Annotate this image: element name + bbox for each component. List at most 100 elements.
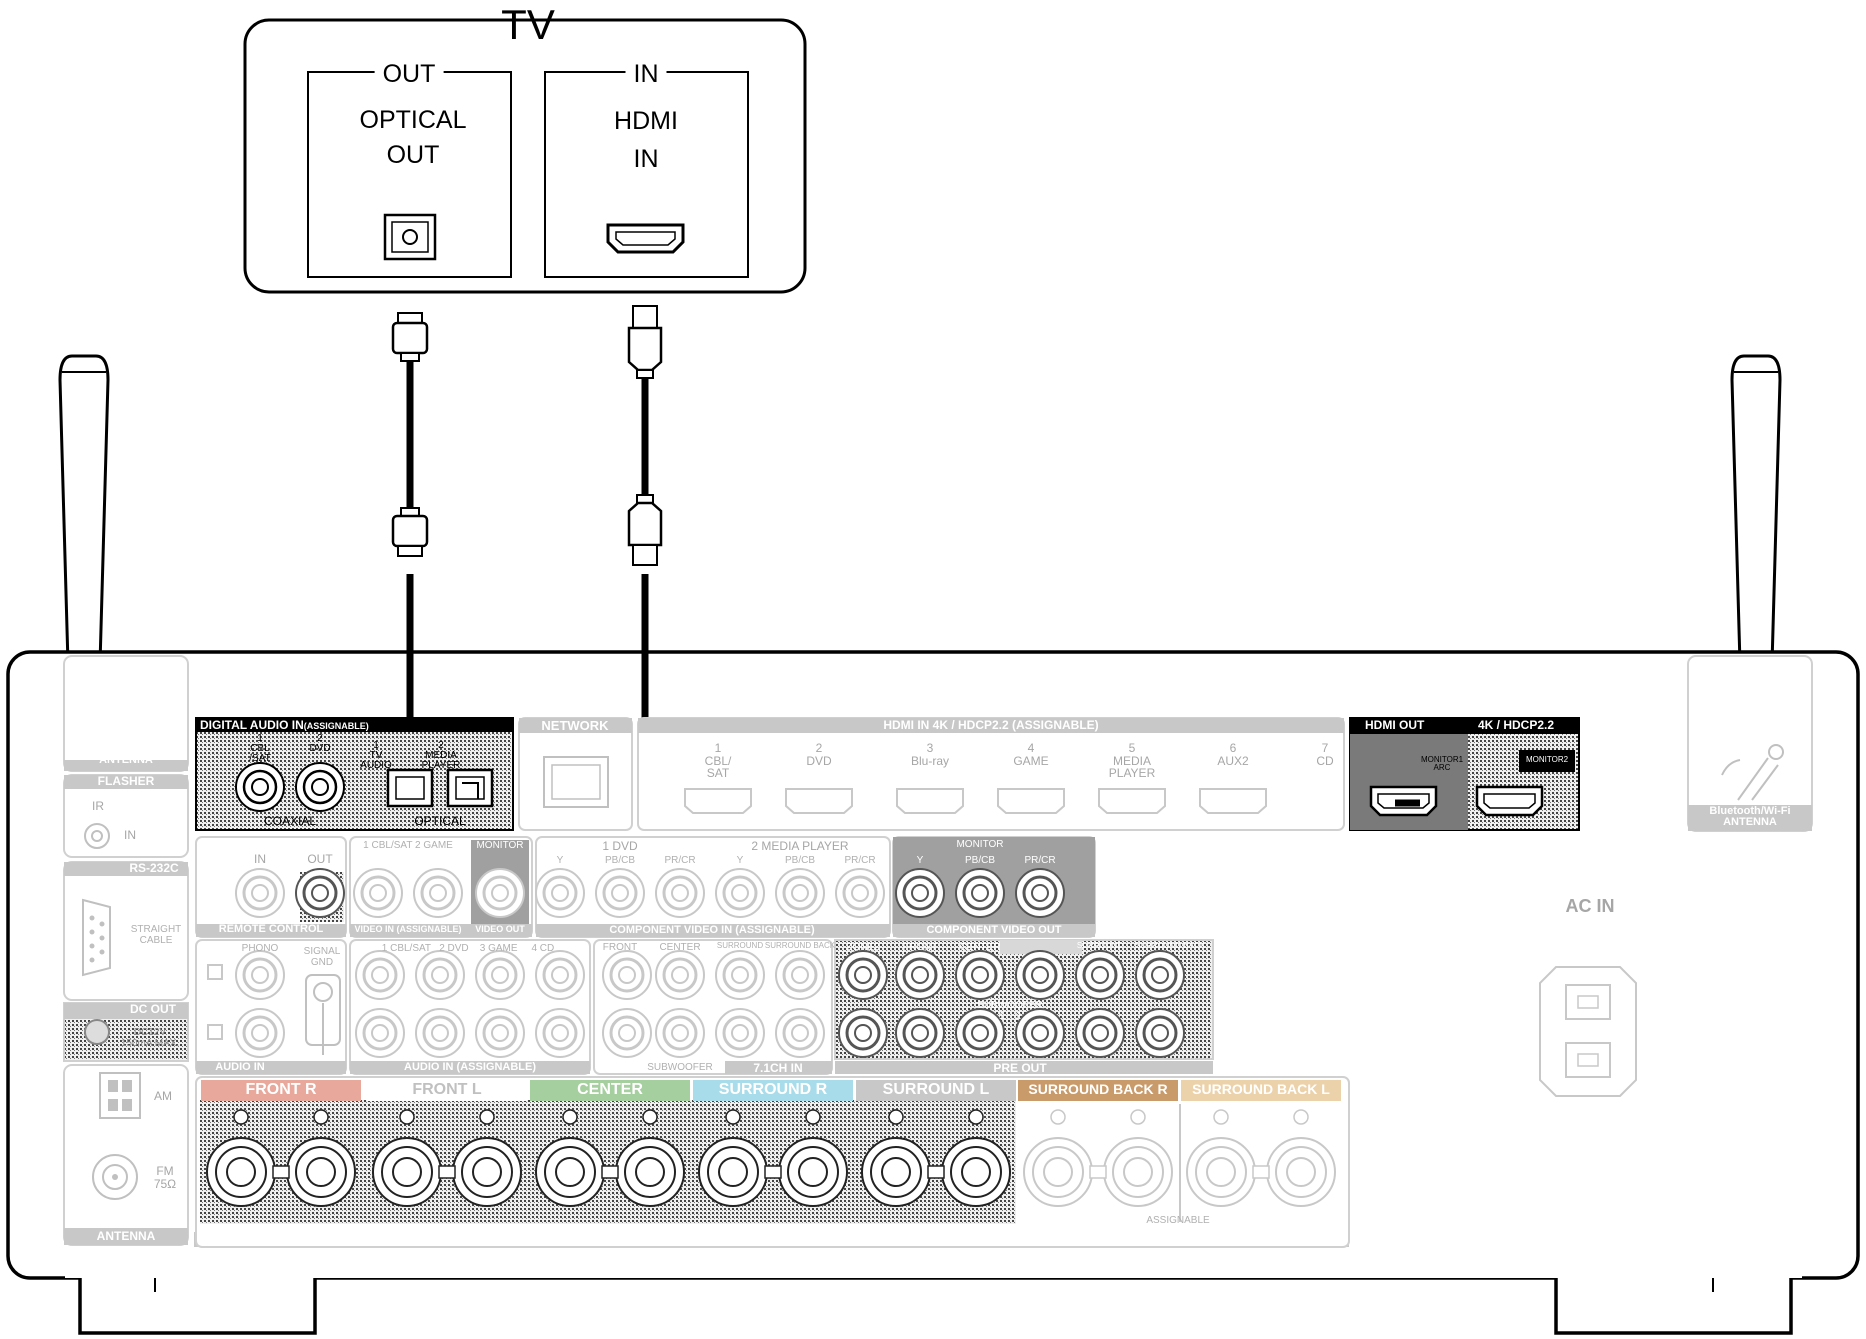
speaker-label-1: FRONT R [245, 1081, 317, 1098]
hdmi-in-input-label-6: 6 AUX2 [1217, 741, 1249, 768]
component-in-jack-3 [655, 868, 705, 918]
comp-sublabel-5: PB/CB [784, 855, 816, 866]
monitor1-label: MONITOR1 ARC [1420, 755, 1464, 772]
speaker-terminal-1-plus [206, 1109, 276, 1207]
am-terminal-icon [99, 1072, 141, 1119]
phono-r-marker [207, 1024, 223, 1040]
comp-sublabel-9: PR/CR [1024, 855, 1056, 866]
optical-jack-2 [446, 768, 494, 808]
component-video-in-label: COMPONENT VIDEO IN (ASSIGNABLE) [609, 924, 815, 936]
optical-label: OPTICAL [414, 814, 466, 828]
ac-in-label: AC IN [1565, 896, 1615, 916]
hdmi-out-monitor2-port [1475, 785, 1544, 817]
coaxial-jack-1 [235, 762, 285, 812]
assignable-label: ASSIGNABLE [1146, 1215, 1210, 1226]
comp-sublabel-6: PR/CR [844, 855, 876, 866]
video-in-jack-2 [413, 868, 463, 918]
tv-optical-jack-icon [383, 213, 437, 261]
speaker-header-7 [1181, 1080, 1341, 1101]
ethernet-port-icon [543, 756, 609, 808]
speaker-terminal-6-minus [1103, 1109, 1173, 1207]
optical-out-line1: OPTICAL [359, 106, 467, 134]
comp-media-label: 2 MEDIA PLAYER [751, 839, 849, 853]
hdmi-in-port-6 [1199, 788, 1267, 814]
opt1-label: 1 TV AUDIO [360, 740, 392, 771]
speaker-header-6 [1018, 1080, 1178, 1101]
video-in-jack-1 [353, 868, 403, 918]
fm-jack-icon [92, 1154, 138, 1200]
flasher-label: FLASHER [97, 774, 155, 788]
speaker-headers [201, 1080, 1341, 1101]
tv-in-label: IN [625, 62, 667, 87]
ac-in-socket [1539, 966, 1637, 1097]
speaker-label-2: FRONT L [412, 1081, 482, 1098]
hdmi-in-line2: IN [633, 145, 659, 173]
speaker-label-4: SURROUND R [718, 1081, 828, 1098]
straight-cable-label: STRAIGHT CABLE [130, 924, 182, 946]
comp-sublabel-3: PR/CR [664, 855, 696, 866]
pre-out-jack-top-2 [895, 950, 945, 1000]
speaker-terminal-2-minus [452, 1109, 522, 1207]
audio-in-l-jack-1 [355, 950, 405, 1000]
right-foot [1554, 1278, 1793, 1335]
rca-jacks [207, 868, 1185, 1058]
optical-cable [391, 312, 429, 795]
ch71-in-panel [593, 939, 833, 1075]
video-in-label: VIDEO IN (ASSIGNABLE) [354, 924, 462, 934]
signal-gnd-label: SIGNAL GND [303, 946, 341, 968]
audio-in-r-jack-4 [535, 1008, 585, 1058]
hdmi-out-label: HDMI OUT [1365, 718, 1425, 732]
coaxial-label: COAXIAL [263, 814, 317, 828]
tv-title: TV [501, 1, 555, 48]
bluetooth-antenna-icon [1721, 744, 1784, 801]
tv-out-label: OUT [374, 62, 444, 87]
hdmi-in-ports [684, 788, 1267, 814]
phono-l-marker [207, 964, 223, 980]
ch71-jack-top-3 [715, 950, 765, 1000]
ch71-jack-bot-4 [775, 1008, 825, 1058]
ch71-front-label: FRONT [602, 942, 638, 953]
hdmi-in-input-label-7: 7 CD [1316, 741, 1334, 768]
ch71-jack-bot-1 [602, 1008, 652, 1058]
component-in-jack-6 [835, 868, 885, 918]
coax1-label: 1 CBL /SAT [249, 733, 271, 764]
component-video-out-label: COMPONENT VIDEO OUT [926, 924, 1062, 936]
speaker-label-6: SURROUND BACK R [1028, 1081, 1168, 1097]
remote-in-jack [235, 868, 285, 918]
remote-out-label: OUT [307, 852, 333, 866]
pre-out-jack-bot-5 [1075, 1008, 1125, 1058]
hdmi-in-input-label-5: 5 MEDIA PLAYER [1108, 741, 1156, 781]
audio-in-header: 1 CBL/SAT 2 DVD 3 GAME 4 CD [381, 943, 555, 954]
pre-surround-label: SURROUND [1076, 941, 1124, 950]
component-out-jack-3 [1015, 868, 1065, 918]
hdmi-in-label: HDMI IN 4K / HDCP2.2 (ASSIGNABLE) [883, 718, 1099, 732]
remote-out-jack [295, 868, 345, 918]
rs232c-label: RS-232C [129, 861, 179, 875]
hdmi-in-input-label-3: 3 Blu-ray [910, 741, 950, 768]
am-label: AM [154, 1089, 172, 1103]
pre-out-jack-bot-2 [895, 1008, 945, 1058]
digital-audio-in-title: DIGITAL AUDIO IN(ASSIGNABLE) [200, 719, 369, 731]
left-antenna [58, 354, 110, 737]
comp-sublabel-7: Y [916, 855, 924, 866]
speaker-terminal-4-minus [778, 1109, 848, 1207]
optical-jack-1 [386, 768, 434, 808]
phono-r-jack [235, 1008, 285, 1058]
hdmi-out-spec: 4K / HDCP2.2 [1478, 718, 1555, 732]
speakers-label: SPEAKERS [737, 1232, 805, 1246]
pre-out-jack-bot-4 [1015, 1008, 1065, 1058]
antenna-left-label: Bluetooth/Wi-Fi ANTENNA [85, 743, 167, 766]
comp-dvd-label: 1 DVD [602, 839, 638, 853]
speaker-terminal-2-plus [372, 1109, 442, 1207]
pre-out-jack-top-1 [838, 950, 888, 1000]
hdmi-in-input-label-4: 4 GAME [1013, 741, 1049, 768]
hdmi-in-input-label-2: 2 DVD [806, 741, 832, 768]
component-in-jack-1 [535, 868, 585, 918]
speaker-label-7: SURROUND BACK L [1192, 1081, 1330, 1097]
remote-control-label: REMOTE CONTROL [218, 923, 324, 935]
remote-in-label: IN [254, 852, 266, 866]
speaker-label-3: CENTER [577, 1081, 643, 1098]
